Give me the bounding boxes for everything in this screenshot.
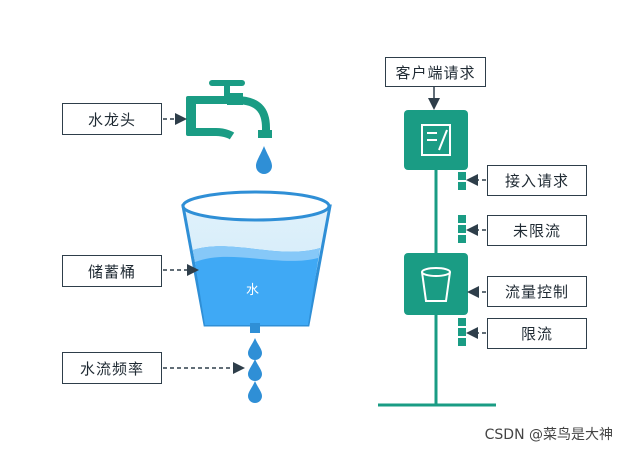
flow-control-label: 流量控制 — [487, 276, 587, 307]
water-drop-icon — [256, 146, 272, 174]
not-limited-label: 未限流 — [487, 215, 587, 246]
bucket-label: 储蓄桶 — [62, 255, 162, 287]
request-box-icon — [404, 110, 468, 170]
water-drop-icon — [248, 359, 262, 381]
client-request-label: 客户端请求 — [385, 57, 486, 87]
outflow-label: 水流频率 — [62, 352, 162, 384]
watermark: CSDN @菜鸟是大神 — [484, 427, 613, 443]
faucet-icon — [186, 80, 272, 140]
water-drop-icon — [248, 338, 262, 360]
token-squares — [458, 172, 466, 346]
water-label: 水 — [246, 283, 260, 298]
limited-label: 限流 — [487, 318, 587, 349]
flow-control-icon — [404, 253, 468, 315]
bucket-icon — [181, 190, 332, 333]
water-drop-icon — [248, 381, 262, 403]
accept-request-label: 接入请求 — [487, 165, 587, 196]
faucet-label: 水龙头 — [62, 103, 162, 135]
